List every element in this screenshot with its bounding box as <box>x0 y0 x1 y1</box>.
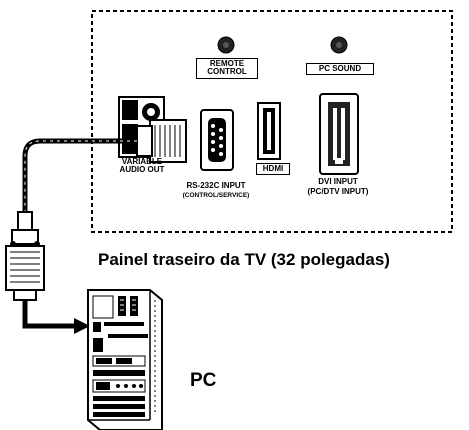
dvi-input-label: DVI INPUT <box>318 177 358 186</box>
remote-control-label: REMOTE CONTROL <box>196 58 258 79</box>
vga-plug-pc-icon <box>5 245 45 301</box>
rs232c-port-icon <box>200 109 234 171</box>
dvi-input-port-icon <box>319 93 359 175</box>
rs232c-input-label: RS-232C INPUT <box>186 181 246 190</box>
tv-rear-panel <box>91 10 453 233</box>
panel-caption: Painel traseiro da TV (32 polegadas) <box>98 250 390 269</box>
pc-sound-label: PC SOUND <box>306 63 374 76</box>
vga-plug-panel-icon <box>136 119 187 163</box>
pc-caption: PC <box>190 370 217 391</box>
arrow-right-icon <box>74 318 90 334</box>
rs232c-sub-label: (CONTROL/SERVICE) <box>182 192 250 199</box>
pc-connection-cable <box>22 300 78 329</box>
hdmi-label: HDMI <box>256 163 290 176</box>
hdmi-port-icon <box>257 102 281 160</box>
pc-tower-icon <box>87 289 163 430</box>
dvi-sub-label: (PC/DTV INPUT) <box>307 187 369 196</box>
variable-audio-out-label: VARIABLE AUDIO OUT <box>119 157 165 175</box>
